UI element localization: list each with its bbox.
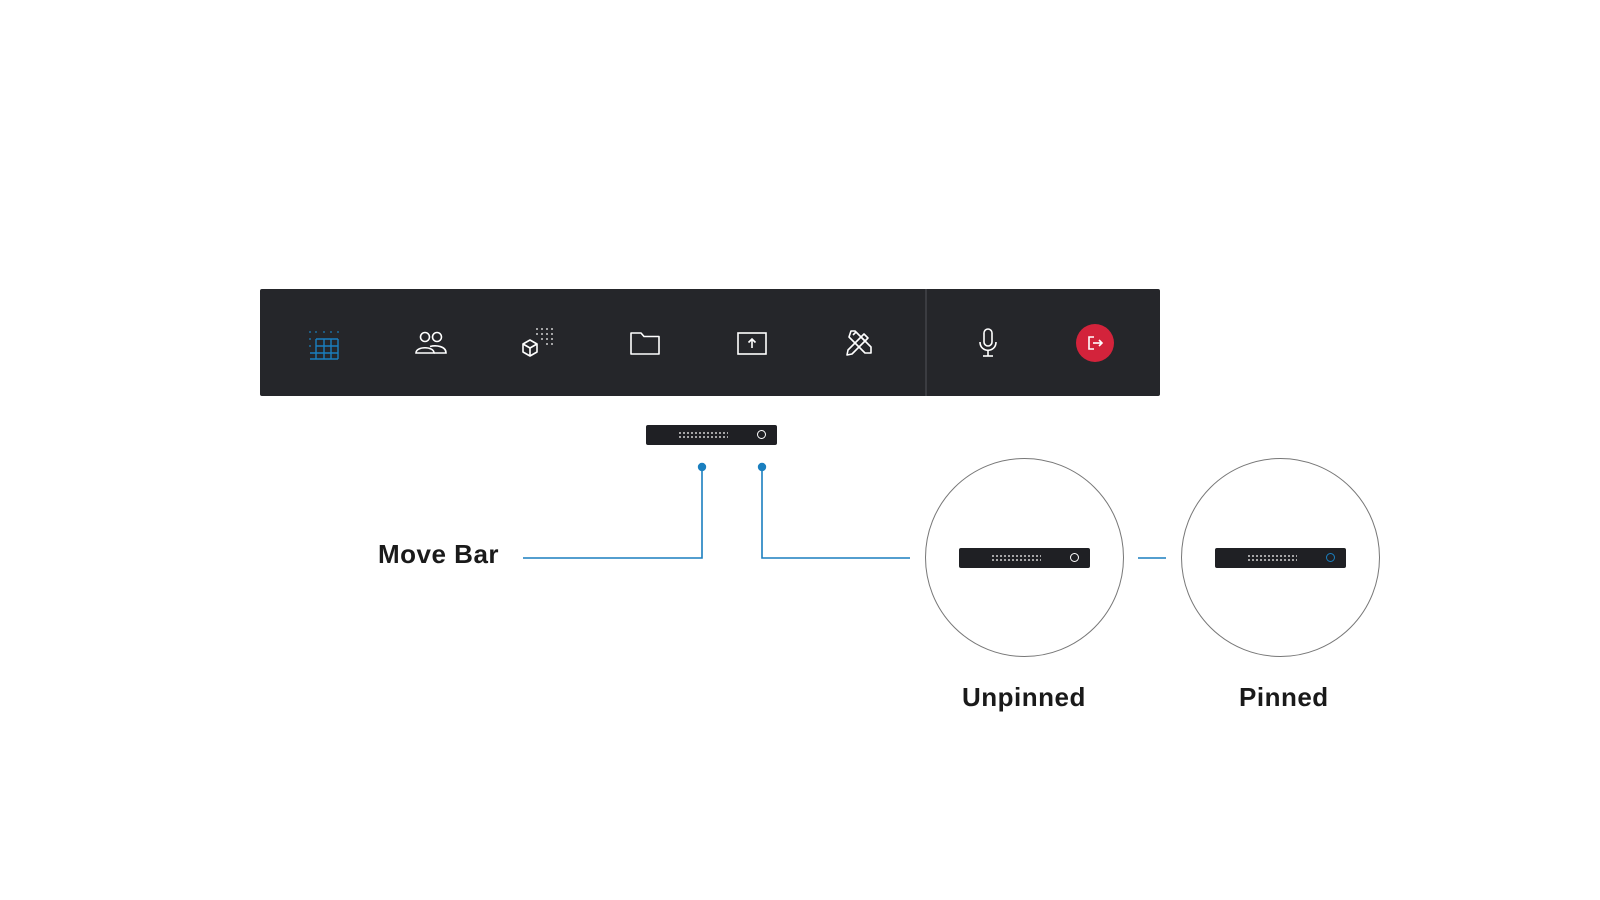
pinned-zoom-circle xyxy=(1181,458,1380,657)
pin-pinned-icon xyxy=(1326,553,1335,562)
drag-handle-icon[interactable] xyxy=(678,431,728,439)
unpinned-zoom-circle xyxy=(925,458,1124,657)
move-bar-pinned xyxy=(1215,548,1346,568)
tools-button[interactable] xyxy=(831,315,887,371)
share-screen-button[interactable] xyxy=(724,315,780,371)
3d-objects-icon xyxy=(522,328,553,357)
folder-icon xyxy=(630,332,660,355)
tools-icon xyxy=(846,330,872,356)
meeting-toolbar xyxy=(260,289,1160,396)
microphone-button[interactable] xyxy=(960,315,1016,371)
leave-icon xyxy=(1088,336,1104,350)
layout-grid-button[interactable] xyxy=(296,315,352,371)
people-icon xyxy=(415,331,447,354)
toolbar-divider xyxy=(925,289,927,396)
drag-handle-icon xyxy=(1247,554,1297,562)
objects-button[interactable] xyxy=(510,315,566,371)
layout-grid-icon xyxy=(309,331,339,360)
share-screen-icon xyxy=(737,332,767,355)
leave-meeting-button[interactable] xyxy=(1067,315,1123,371)
move-bar-unpinned xyxy=(959,548,1090,568)
move-bar[interactable] xyxy=(646,425,777,445)
participants-button[interactable] xyxy=(403,315,459,371)
drag-handle-icon xyxy=(991,554,1041,562)
move-bar-label: Move Bar xyxy=(378,539,500,569)
pin-unpinned-icon xyxy=(1070,553,1079,562)
pin-toggle-icon[interactable] xyxy=(757,430,766,439)
leave-button-circle[interactable] xyxy=(1076,324,1114,362)
microphone-icon xyxy=(979,328,997,357)
pinned-label: Pinned xyxy=(1239,682,1329,712)
unpinned-label: Unpinned xyxy=(962,682,1086,712)
files-button[interactable] xyxy=(617,315,673,371)
